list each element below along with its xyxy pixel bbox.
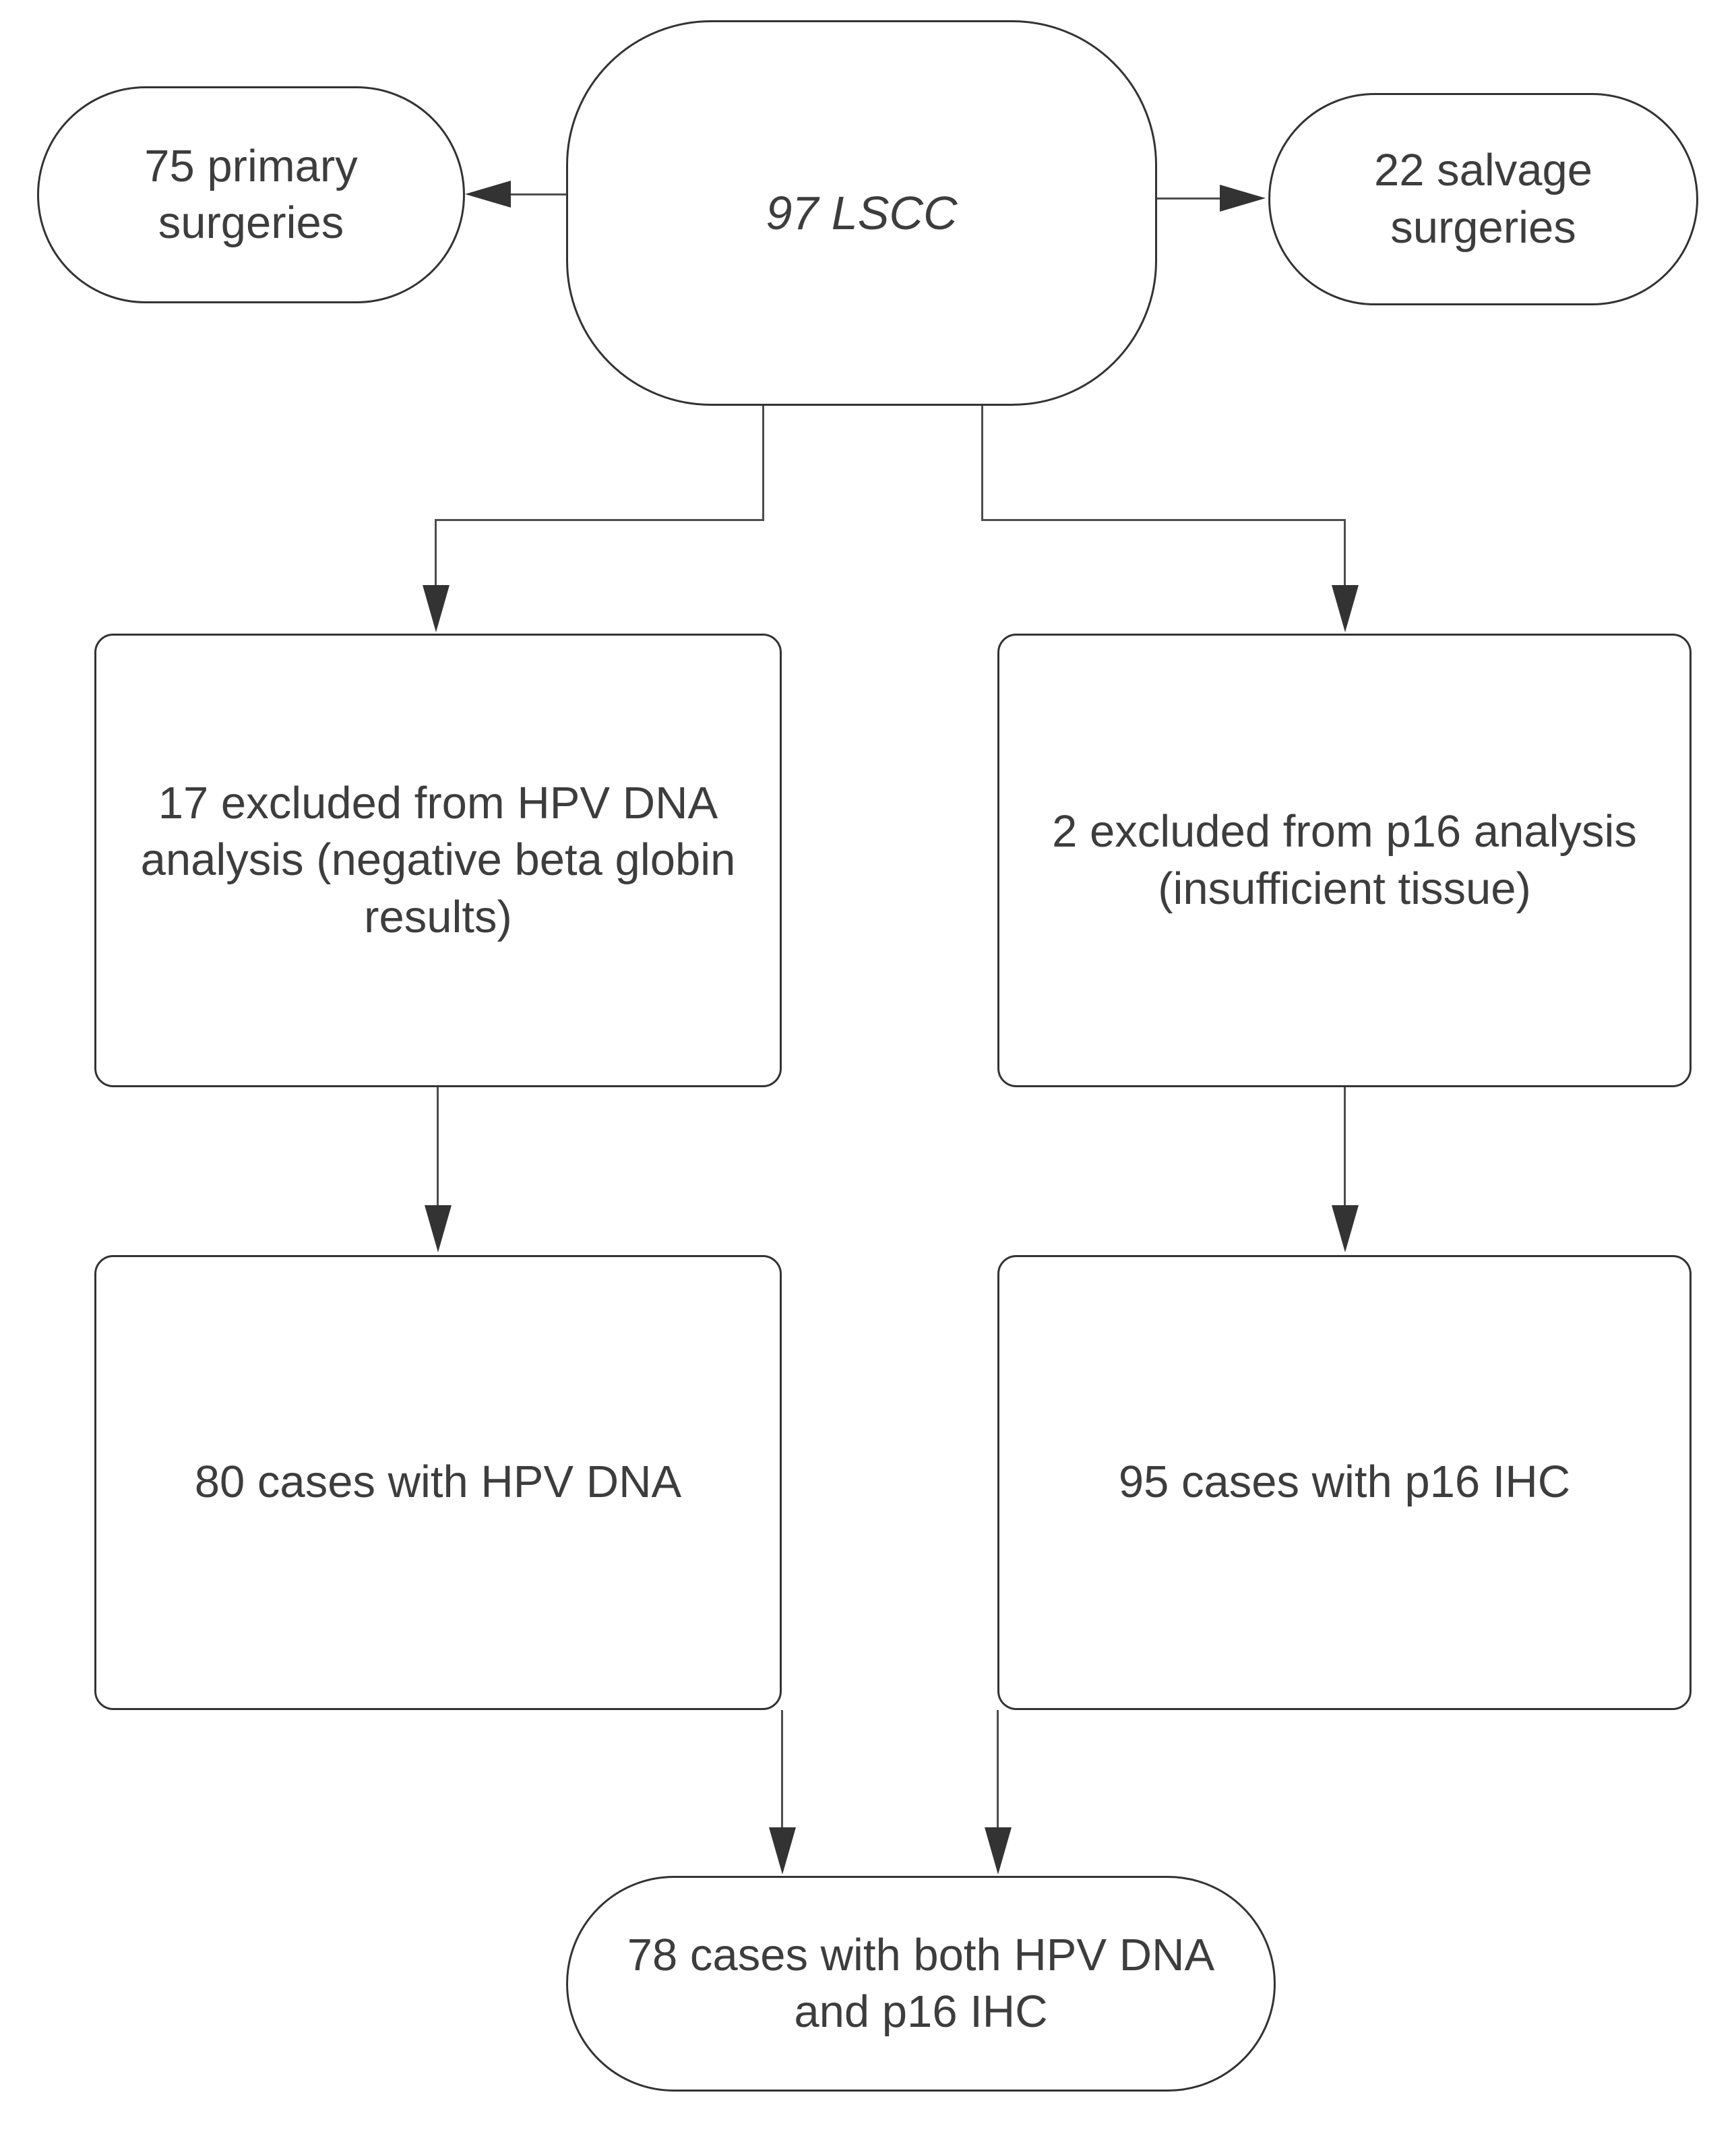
arrowhead-down-icon bbox=[1332, 1205, 1359, 1252]
node-cases-p16-ihc: 95 cases with p16 IHC bbox=[997, 1255, 1692, 1710]
connector-to-excluded-p16 bbox=[1344, 519, 1346, 588]
arrowhead-down-icon bbox=[425, 1205, 452, 1252]
arrowhead-left-icon bbox=[465, 181, 511, 208]
connector-to-cases-hpv bbox=[437, 1087, 439, 1207]
connector-root-stub-left bbox=[762, 406, 764, 521]
node-cases-both: 78 cases with both HPV DNA and p16 IHC bbox=[566, 1876, 1276, 2092]
connector-root-to-salvage bbox=[1157, 197, 1221, 200]
connector-to-cases-p16 bbox=[1344, 1087, 1346, 1207]
node-salvage-surgeries: 22 salvage surgeries bbox=[1268, 93, 1698, 305]
connector-elbow-left bbox=[435, 519, 764, 521]
node-cases-hpv-dna: 80 cases with HPV DNA bbox=[94, 1255, 782, 1710]
connector-elbow-right bbox=[981, 519, 1346, 521]
node-primary-surgeries: 75 primary surgeries bbox=[37, 86, 465, 303]
arrowhead-down-icon bbox=[769, 1827, 796, 1875]
connector-to-excluded-hpv bbox=[435, 519, 437, 588]
arrowhead-right-icon bbox=[1220, 185, 1266, 212]
arrowhead-down-icon bbox=[423, 585, 450, 632]
node-excluded-p16: 2 excluded from p16 analysis (insufficie… bbox=[997, 634, 1692, 1087]
connector-root-stub-right bbox=[981, 406, 983, 521]
connector-p16-to-both bbox=[997, 1710, 999, 1829]
arrowhead-down-icon bbox=[985, 1827, 1012, 1875]
connector-root-to-primary bbox=[509, 193, 566, 195]
arrowhead-down-icon bbox=[1332, 585, 1359, 632]
connector-hpv-to-both bbox=[781, 1710, 783, 1829]
node-97-lscc: 97 LSCC bbox=[566, 20, 1157, 406]
node-excluded-hpv-dna: 17 excluded from HPV DNA analysis (negat… bbox=[94, 634, 782, 1087]
